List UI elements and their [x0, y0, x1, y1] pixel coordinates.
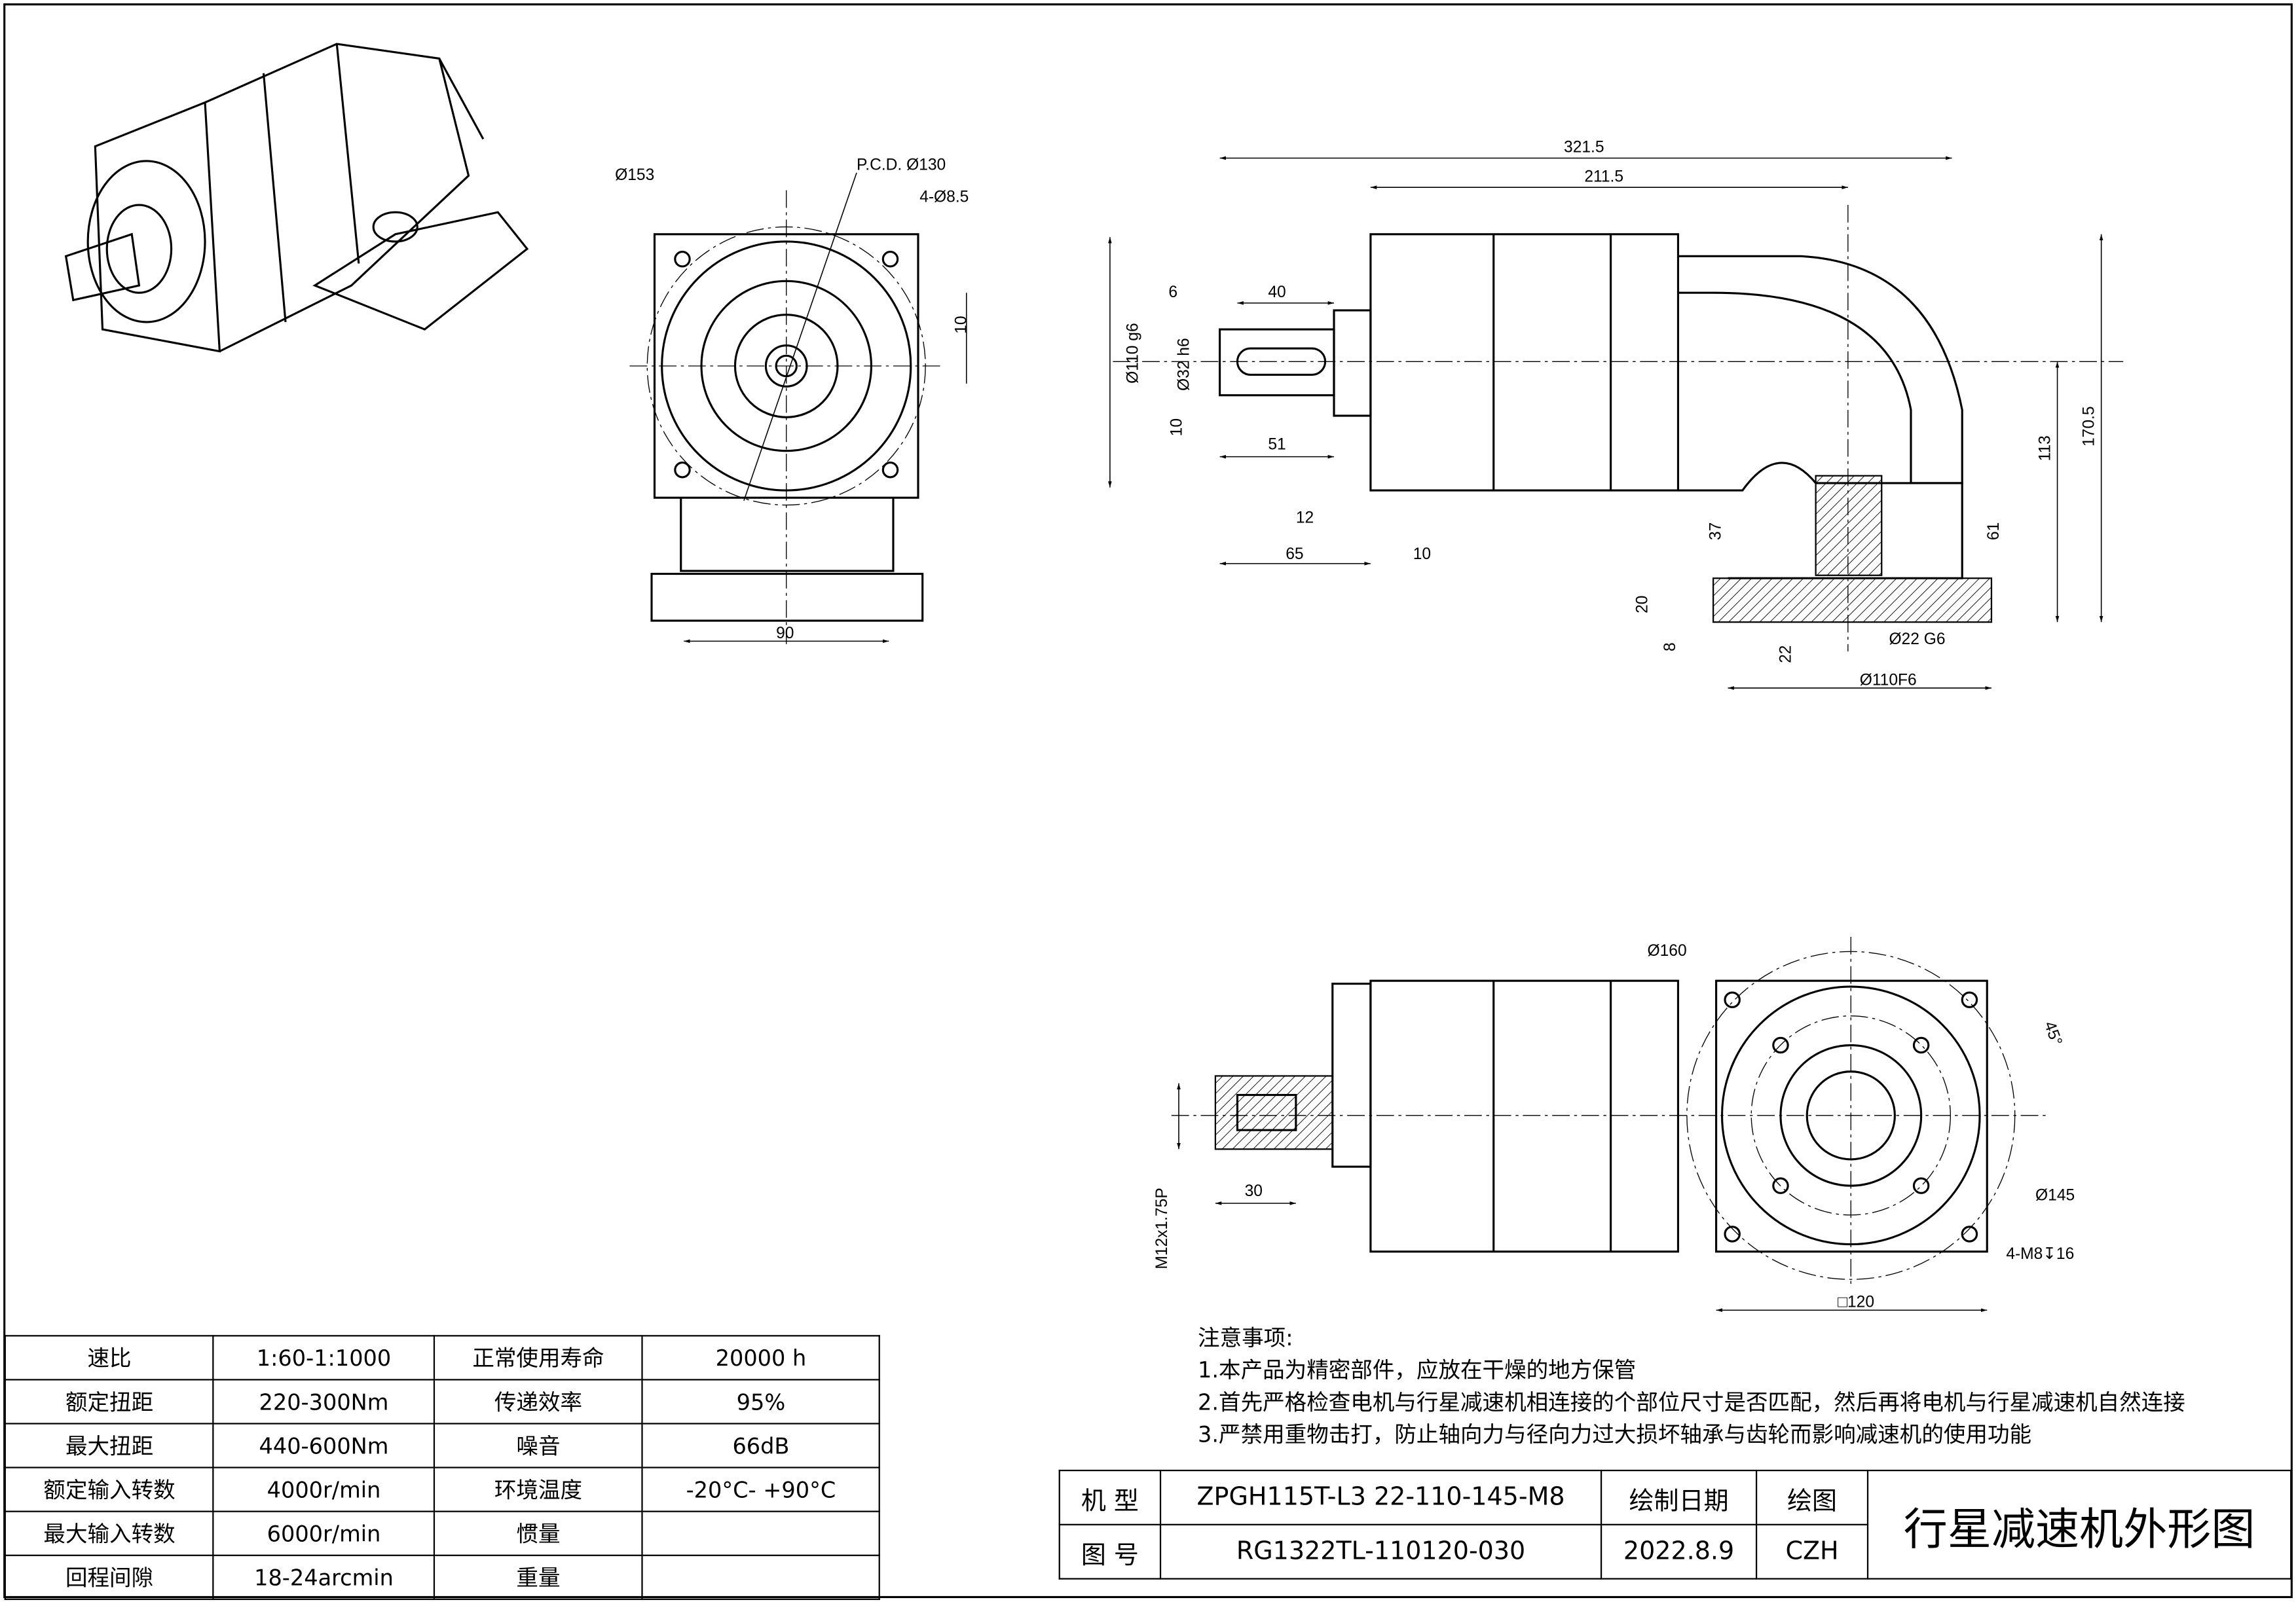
- spec-value: 1:60-1:1000: [213, 1335, 435, 1381]
- spec-label: 传递效率: [433, 1379, 644, 1425]
- note-item: 3.严禁用重物击打，防止轴向力与径向力过大损坏轴承与齿轮而影响减速机的使用功能: [1198, 1421, 2032, 1448]
- dim-12: 12: [1296, 509, 1314, 526]
- spec-label: 回程间隙: [4, 1554, 215, 1600]
- dim-6: 6: [1168, 283, 1177, 301]
- date-value: 2022.8.9: [1600, 1523, 1758, 1580]
- spec-value: [642, 1510, 880, 1556]
- spec-value: 6000r/min: [213, 1510, 435, 1556]
- dim-angle-45: 45°: [2041, 1019, 2065, 1048]
- dim-d145: Ø145: [2035, 1187, 2075, 1205]
- dim-37: 37: [1707, 522, 1724, 540]
- spec-value: 95%: [642, 1379, 880, 1425]
- dim-d110g6: Ø110 g6: [1124, 323, 1141, 383]
- model-value: ZPGH115T-L3 22-110-145-M8: [1159, 1469, 1602, 1525]
- dim-tap: 4-M8↧16: [2006, 1245, 2074, 1263]
- spec-value: 4000r/min: [213, 1466, 435, 1512]
- dim-d22g6: Ø22 G6: [1889, 630, 1945, 648]
- dim-10: 10: [1413, 545, 1431, 563]
- isometric-view: [64, 43, 529, 353]
- spec-label: 额定输入转数: [4, 1466, 215, 1512]
- dim-113: 113: [2036, 435, 2054, 461]
- spec-label: 环境温度: [433, 1466, 644, 1512]
- spec-label: 重量: [433, 1554, 644, 1600]
- spec-label: 最大扭距: [4, 1423, 215, 1468]
- dim-22: 22: [1777, 646, 1795, 663]
- drawer-label: 绘图: [1755, 1469, 1869, 1525]
- note-item: 1.本产品为精密部件，应放在干燥的地方保管: [1198, 1356, 1637, 1384]
- dim-square-120: □120: [1838, 1294, 1874, 1311]
- model-label: 机 型: [1058, 1469, 1162, 1525]
- dim-61: 61: [1985, 522, 2003, 540]
- dim-d160: Ø160: [1648, 942, 1687, 960]
- title-block: 机 型 ZPGH115T-L3 22-110-145-M8 绘制日期 绘图 行星…: [1058, 1469, 2292, 1580]
- sheet-border: [3, 3, 2293, 1599]
- dim-40: 40: [1268, 283, 1286, 301]
- drawing-title: 行星减速机外形图: [1866, 1469, 2292, 1580]
- spec-value: 18-24arcmin: [213, 1554, 435, 1600]
- spec-value: 20000 h: [642, 1335, 880, 1381]
- spec-label: 额定扭距: [4, 1379, 215, 1425]
- dim-321-5: 321.5: [1564, 139, 1604, 156]
- spec-label: 惯量: [433, 1510, 644, 1556]
- spec-label: 噪音: [433, 1423, 644, 1468]
- notes-heading: 注意事项:: [1198, 1324, 1293, 1351]
- notes: 注意事项: 1.本产品为精密部件，应放在干燥的地方保管 2.首先严格检查电机与行…: [1198, 1322, 2185, 1451]
- dim-65: 65: [1286, 545, 1303, 563]
- dim-key-10: 10: [1168, 418, 1185, 436]
- dim-170-5: 170.5: [2080, 406, 2098, 446]
- spec-value: 440-600Nm: [213, 1423, 435, 1468]
- drawing-no-label: 图 号: [1058, 1523, 1162, 1580]
- spec-label: 最大输入转数: [4, 1510, 215, 1556]
- dim-20: 20: [1634, 596, 1652, 613]
- spec-label: 速比: [4, 1335, 215, 1381]
- spec-value: 220-300Nm: [213, 1379, 435, 1425]
- dim-key: 10: [953, 316, 971, 333]
- note-item: 2.首先严格检查电机与行星减速机相连接的个部位尺寸是否匹配，然后再将电机与行星减…: [1198, 1389, 2185, 1416]
- dim-d32h6: Ø32 h6: [1176, 338, 1193, 391]
- spec-value: 66dB: [642, 1423, 880, 1468]
- spec-value: -20°C- +90°C: [642, 1466, 880, 1512]
- dim-d110f6: Ø110F6: [1860, 671, 1917, 689]
- dim-pcd: P.C.D. Ø130: [857, 156, 946, 173]
- dim-holes: 4-Ø8.5: [919, 189, 969, 206]
- dim-thread: M12x1.75P: [1153, 1188, 1171, 1269]
- dim-d153: Ø153: [615, 166, 654, 184]
- dim-base: 90: [776, 625, 794, 642]
- dim-211-5: 211.5: [1584, 168, 1623, 185]
- dim-30: 30: [1245, 1182, 1263, 1200]
- front-view: [629, 172, 967, 644]
- bottom-view: [1171, 937, 2050, 1313]
- spec-value: [642, 1554, 880, 1600]
- drawer-value: CZH: [1755, 1523, 1869, 1580]
- drawing-no-value: RG1322TL-110120-030: [1159, 1523, 1602, 1580]
- dim-51: 51: [1268, 435, 1286, 453]
- side-view: [1108, 156, 2124, 690]
- dim-8: 8: [1661, 642, 1679, 651]
- spec-label: 正常使用寿命: [433, 1335, 644, 1381]
- date-label: 绘制日期: [1600, 1469, 1758, 1525]
